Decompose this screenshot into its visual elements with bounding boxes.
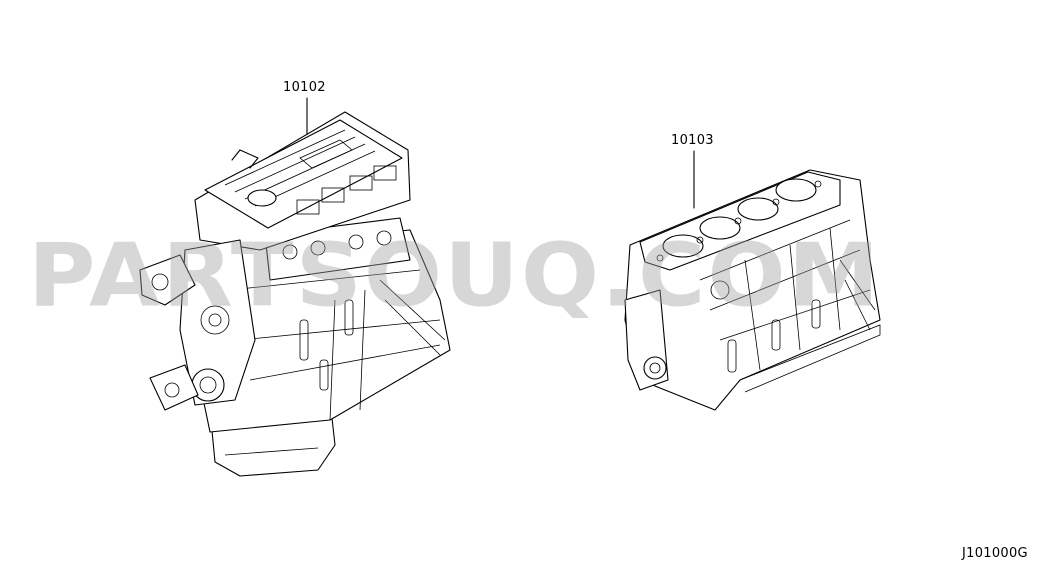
drawing-code: J101000G bbox=[962, 546, 1028, 561]
short-engine-block-icon[interactable] bbox=[624, 150, 881, 411]
part-number-10103[interactable]: 10103 bbox=[671, 133, 714, 148]
part-number-10102[interactable]: 10102 bbox=[283, 80, 326, 95]
complete-engine-assembly-icon[interactable] bbox=[139, 97, 451, 477]
